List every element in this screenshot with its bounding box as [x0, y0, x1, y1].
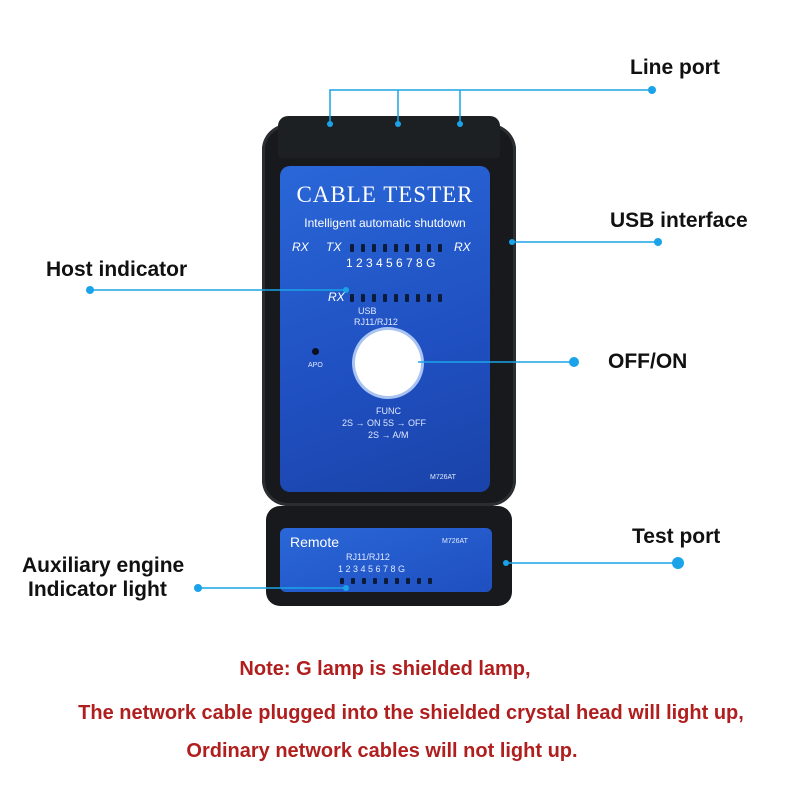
pin-digits-remote: 1 2 3 4 5 6 7 8 G — [338, 564, 406, 574]
func-label: FUNC — [376, 406, 401, 416]
remote-led-8 — [417, 578, 421, 584]
led-tx-6 — [405, 244, 409, 252]
led-rx-8 — [427, 294, 431, 302]
led-rx-7 — [416, 294, 420, 302]
tx-label: TX — [326, 240, 342, 254]
remote-rj11-label: RJ11/RJ12 — [346, 552, 390, 562]
device-subtitle: Intelligent automatic shutdown — [304, 216, 466, 230]
remote-panel: Remote M726AT RJ11/RJ12 1 2 3 4 5 6 7 8 … — [280, 528, 492, 592]
note-line-2: The network cable plugged into the shiel… — [78, 702, 744, 724]
aux-indicator-end — [343, 585, 349, 591]
rx-right-label: RX — [454, 240, 471, 254]
callout-host-indicator: Host indicator — [46, 258, 188, 281]
led-tx-3 — [372, 244, 376, 252]
apo-indicator-dot — [312, 348, 319, 355]
rx-left-label: RX — [292, 240, 309, 254]
callout-off-on: OFF/ON — [608, 350, 688, 373]
remote-label: Remote — [290, 534, 340, 550]
func-on-off: 2S → ON 5S → OFF — [342, 418, 427, 428]
line-port-end-3 — [457, 121, 463, 127]
host-indicator-end — [343, 287, 349, 293]
callout-aux-line1: Auxiliary engine — [22, 554, 185, 577]
main-control-panel: CABLE TESTER Intelligent automatic shutd… — [280, 166, 490, 492]
power-button[interactable] — [355, 330, 421, 396]
led-tx-5 — [394, 244, 398, 252]
led-tx-2 — [361, 244, 365, 252]
host-indicator-dot — [86, 286, 94, 294]
apo-label: APO — [308, 362, 323, 369]
line-port-end-2 — [395, 121, 401, 127]
line-port-dot — [648, 86, 656, 94]
rx-mid-label: RX — [328, 290, 345, 304]
rj11-rj12-label: RJ11/RJ12 — [354, 317, 398, 327]
led-rx-6 — [405, 294, 409, 302]
remote-led-7 — [406, 578, 410, 584]
led-tx-g — [438, 244, 442, 252]
led-rx-5 — [394, 294, 398, 302]
line-port-cap — [278, 116, 500, 158]
remote-led-4 — [373, 578, 377, 584]
usb-label: USB — [358, 306, 377, 316]
device-title: CABLE TESTER — [296, 182, 474, 207]
callout-aux-line2: Indicator light — [28, 578, 167, 601]
model-label-remote: M726AT — [442, 538, 468, 545]
model-label-main: M726AT — [430, 474, 456, 481]
usb-interface-dot — [654, 238, 662, 246]
led-rx-2 — [361, 294, 365, 302]
remote-led-g — [428, 578, 432, 584]
remote-led-3 — [362, 578, 366, 584]
usb-interface-end — [509, 239, 515, 245]
led-rx-3 — [372, 294, 376, 302]
test-port-end — [503, 560, 509, 566]
note-line-3: Ordinary network cables will not light u… — [186, 740, 578, 762]
led-rx-1 — [350, 294, 354, 302]
line-port-end-1 — [327, 121, 333, 127]
remote-led-6 — [395, 578, 399, 584]
callout-test-port: Test port — [632, 525, 721, 548]
aux-indicator-dot — [194, 584, 202, 592]
line-port-leader — [329, 89, 652, 124]
remote-led-5 — [384, 578, 388, 584]
led-tx-8 — [427, 244, 431, 252]
led-tx-7 — [416, 244, 420, 252]
led-tx-1 — [350, 244, 354, 252]
led-rx-g — [438, 294, 442, 302]
led-tx-4 — [383, 244, 387, 252]
pin-digits-main: 1 2 3 4 5 6 7 8 G — [346, 256, 436, 270]
note-line-1: Note: G lamp is shielded lamp, — [239, 658, 531, 680]
func-am: 2S → A/M — [368, 430, 409, 440]
callout-usb-interface: USB interface — [610, 209, 748, 232]
test-port-dot — [672, 557, 684, 569]
callout-line-port: Line port — [630, 56, 720, 79]
remote-led-1 — [340, 578, 344, 584]
off-on-dot — [569, 357, 579, 367]
remote-led-2 — [351, 578, 355, 584]
led-rx-4 — [383, 294, 387, 302]
